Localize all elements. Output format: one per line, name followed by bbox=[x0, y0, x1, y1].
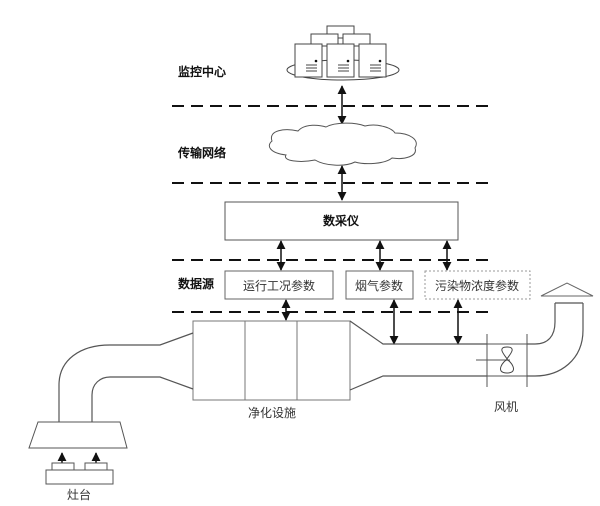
outlet-duct bbox=[349, 320, 487, 345]
cloud-icon bbox=[268, 122, 417, 166]
data-collector-label: 数采仪 bbox=[323, 213, 360, 228]
source-label-flue-gas: 烟气参数 bbox=[355, 278, 403, 293]
source-label-pollutant: 污染物浓度参数 bbox=[435, 278, 519, 293]
layer-label-monitoring: 监控中心 bbox=[178, 64, 226, 79]
source-box-flue-gas bbox=[345, 270, 414, 300]
exhaust-hood-icon bbox=[28, 421, 128, 449]
source-label-operating: 运行工况参数 bbox=[243, 278, 315, 293]
source-box-operating bbox=[224, 270, 334, 300]
layer-label-source: 数据源 bbox=[178, 276, 214, 291]
stove-label: 灶台 bbox=[67, 487, 91, 502]
stove-icon bbox=[45, 462, 114, 485]
source-box-pollutant bbox=[424, 270, 531, 300]
exhaust-stack bbox=[527, 303, 556, 345]
outlet-duct bbox=[349, 375, 487, 391]
fan-label: 风机 bbox=[494, 400, 518, 414]
purifier-label: 净化设施 bbox=[248, 406, 296, 420]
rain-cap-icon bbox=[540, 282, 594, 297]
exhaust-stack bbox=[527, 303, 584, 377]
purifier-unit bbox=[192, 320, 351, 401]
inlet-duct bbox=[58, 332, 194, 422]
fan-icon bbox=[476, 334, 528, 387]
server-cluster-icon bbox=[286, 25, 400, 81]
data-collector-box bbox=[224, 201, 459, 241]
layer-label-network: 传输网络 bbox=[177, 145, 226, 160]
inlet-duct bbox=[91, 376, 194, 422]
